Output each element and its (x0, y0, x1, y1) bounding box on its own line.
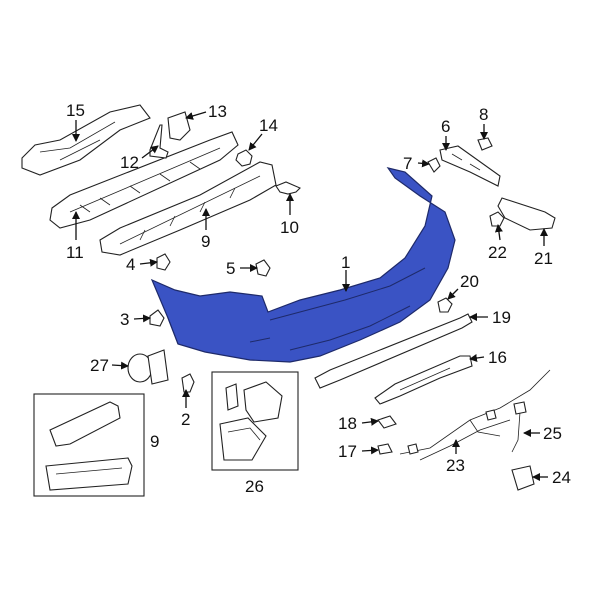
callout-2: 2 (181, 410, 190, 429)
callout-4: 4 (126, 255, 135, 274)
part-6-bracket (439, 145, 501, 187)
callout-11: 11 (66, 243, 84, 262)
callout-12: 12 (120, 153, 139, 172)
part-22-nut (489, 211, 505, 227)
callout-19: 19 (492, 308, 511, 327)
part-11-energy-absorber (49, 131, 239, 229)
part-23-wiring-harness (399, 369, 551, 461)
part-12-bracket (149, 124, 169, 159)
part-1-bumper-cover (150, 167, 456, 363)
callout-25: 25 (543, 424, 562, 443)
detail-box-26 (211, 371, 299, 471)
callout-17: 17 (338, 442, 357, 461)
callout-16: 16 (488, 348, 507, 367)
part-24-connector (511, 465, 535, 491)
parts-17-18 (377, 415, 397, 455)
part-9-absorber (99, 161, 277, 256)
callout-26: 26 (245, 477, 264, 496)
part-27-parking-sensor (127, 349, 169, 385)
detail-box-9 (33, 393, 145, 497)
callout-14: 14 (259, 116, 278, 135)
callout-24: 24 (552, 468, 571, 487)
callout-labels: 15 11 12 13 14 10 9 4 5 1 3 27 2 9 26 6 … (66, 101, 571, 496)
callout-3: 3 (120, 310, 129, 329)
part-21-reflector (497, 197, 556, 231)
callout-21: 21 (534, 249, 553, 268)
part-16-bracket (374, 355, 473, 405)
callout-6: 6 (441, 117, 450, 136)
callout-1: 1 (341, 253, 350, 272)
callout-10: 10 (280, 218, 299, 237)
part-25-sensor-wire (511, 401, 527, 453)
callout-18: 18 (338, 414, 357, 433)
callout-5: 5 (226, 259, 235, 278)
leader-lines (72, 111, 548, 481)
callout-7: 7 (403, 154, 412, 173)
callout-20: 20 (460, 272, 479, 291)
callout-22: 22 (488, 243, 507, 262)
callout-9a: 9 (201, 232, 210, 251)
callout-13: 13 (208, 102, 227, 121)
part-13-plate (167, 111, 191, 141)
callout-27: 27 (90, 356, 109, 375)
callout-15: 15 (66, 101, 85, 120)
fasteners (149, 253, 271, 393)
callout-23: 23 (446, 456, 465, 475)
part-10-clip (275, 181, 301, 195)
part-14-nut (235, 149, 253, 167)
part-15-bracket (21, 104, 151, 176)
part-19-strip (314, 313, 473, 389)
part-20-nut (437, 297, 453, 313)
callout-9b: 9 (150, 432, 159, 451)
callout-8: 8 (479, 105, 488, 124)
